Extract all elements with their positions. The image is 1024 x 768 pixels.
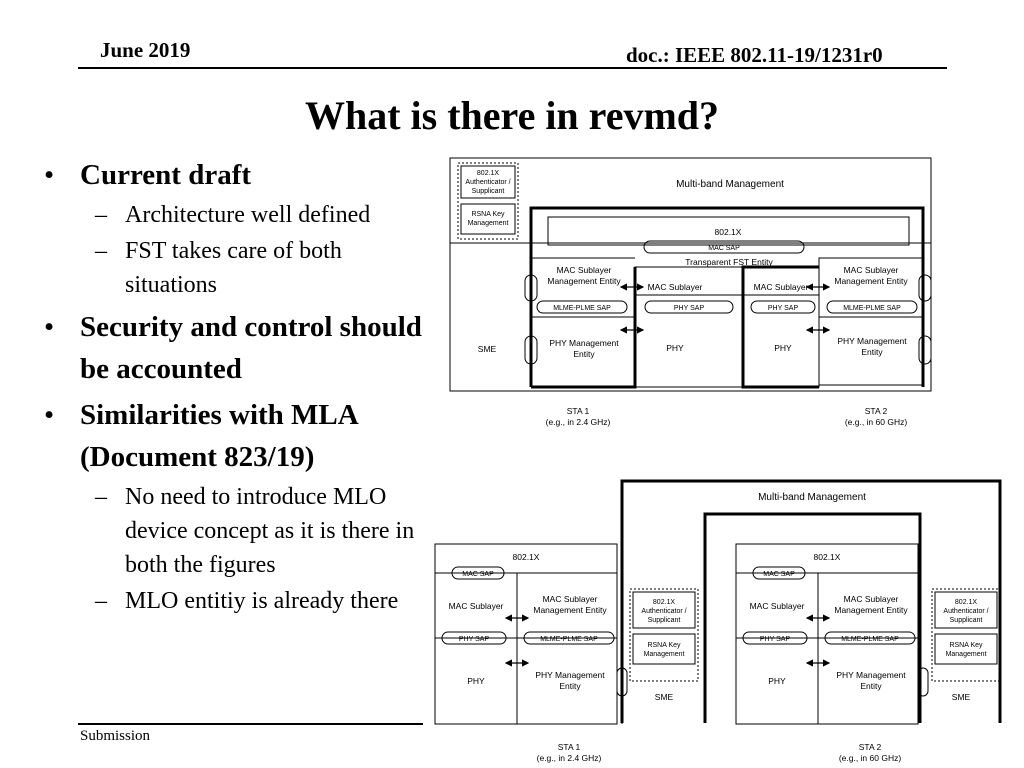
label: MAC SAP [462, 571, 494, 578]
rsna-box [460, 203, 516, 235]
slide-title: What is there in revmd? [304, 93, 720, 138]
label: 802.1X [955, 599, 978, 606]
label: Authenticator / [465, 179, 510, 186]
figure-fst-architecture: 802.1X Authenticator / Supplicant RSNA K… [449, 157, 932, 427]
label: RSNA Key [471, 211, 505, 218]
mlme-plme-sap-pill-1 [536, 300, 628, 314]
label: PHY Management [836, 670, 906, 680]
label: Entity [573, 349, 595, 359]
label: (e.g., in 60 GHz) [839, 753, 902, 763]
label: PHY [768, 676, 786, 686]
label: PHY [666, 343, 684, 353]
label: Supplicant [950, 617, 983, 624]
header-date: June 2019 [100, 38, 191, 62]
label: MAC Sublayer [449, 601, 504, 611]
label: 802.1X [653, 599, 676, 606]
bullet-similarities: •Similarities with MLA (Document 823/19) [44, 399, 358, 473]
label: 802.1X [477, 170, 500, 177]
label: Multi-band Management [758, 492, 866, 503]
label: PHY SAP [459, 636, 490, 643]
label: PHY Management [837, 336, 907, 346]
sta1-frame [434, 543, 618, 725]
mlme-plme-sap-pill-2 [826, 300, 918, 314]
label: MLME-PLME SAP [540, 636, 598, 643]
label: 802.1X [513, 552, 540, 562]
sta2-frame [735, 543, 919, 725]
label: Authenticator / [641, 608, 686, 615]
bullet-security: •Security and control should be accounte… [44, 311, 422, 385]
label: MAC SAP [708, 245, 740, 252]
label: STA 1 [567, 406, 590, 416]
box-8021x [547, 216, 910, 246]
label: PHY SAP [760, 636, 791, 643]
label: PHY [774, 343, 792, 353]
figure-mlo-architecture: Multi-band Management 802.1X 802.1X MAC … [434, 479, 1002, 763]
label: SME [655, 692, 674, 702]
label: MAC Sublayer [844, 265, 899, 275]
security-group [457, 162, 519, 240]
label: Management [946, 651, 987, 658]
phy-sap-pill-1 [644, 300, 734, 314]
label: MAC Sublayer [754, 282, 809, 292]
label: STA 2 [865, 406, 888, 416]
label: Management Entity [547, 276, 621, 286]
label: Supplicant [472, 188, 505, 195]
sub-bullet: –Architecture well defined [95, 202, 371, 228]
label: SME [952, 692, 971, 702]
label: MAC Sublayer [557, 265, 612, 275]
label: MAC Sublayer [844, 594, 899, 604]
sub-bullet: –FST takes care of both situations [95, 238, 342, 298]
label: PHY Management [549, 338, 619, 348]
bullet-current-draft: •Current draft [44, 159, 252, 191]
label: (e.g., in 60 GHz) [845, 417, 908, 427]
outer-frame [449, 157, 932, 392]
label: Supplicant [648, 617, 681, 624]
sub-bullet: –MLO entitiy is already there [95, 588, 399, 614]
label: MAC SAP [763, 571, 795, 578]
bullet-list: •Current draft –Architecture well define… [40, 150, 430, 618]
label: (e.g., in 2.4 GHz) [546, 417, 611, 427]
label: 802.1X [715, 227, 742, 237]
label: Entity [860, 681, 882, 691]
label: MLME-PLME SAP [841, 636, 899, 643]
sub-bullet: –No need to introduce MLO device concept… [95, 484, 415, 578]
label: PHY [467, 676, 485, 686]
label: Multi-band Management [676, 179, 784, 190]
label: Entity [559, 681, 581, 691]
footer-label: Submission [80, 728, 151, 744]
label: 802.1X [814, 552, 841, 562]
label: Management [468, 220, 509, 227]
label: PHY SAP [768, 305, 799, 312]
label: Entity [861, 347, 883, 357]
label: Management [644, 651, 685, 658]
label: STA 1 [558, 742, 581, 752]
authenticator-box [460, 165, 516, 199]
label: Authenticator / [943, 608, 988, 615]
label: MAC Sublayer [543, 594, 598, 604]
label: RSNA Key [647, 642, 681, 649]
label: MAC Sublayer [648, 282, 703, 292]
label: MAC Sublayer [750, 601, 805, 611]
label: RSNA Key [949, 642, 983, 649]
label: MLME-PLME SAP [843, 305, 901, 312]
header-doc-id: doc.: IEEE 802.11-19/1231r0 [626, 43, 883, 67]
label: Management Entity [834, 605, 908, 615]
label: SME [478, 344, 497, 354]
label: (e.g., in 2.4 GHz) [537, 753, 602, 763]
label: Management Entity [533, 605, 607, 615]
footer-divider [78, 723, 423, 725]
label: PHY Management [535, 670, 605, 680]
label: Management Entity [834, 276, 908, 286]
label: Transparent FST Entity [685, 257, 773, 267]
label: STA 2 [859, 742, 882, 752]
phy-sap-pill-2 [750, 300, 816, 314]
label: PHY SAP [674, 305, 705, 312]
label: MLME-PLME SAP [553, 305, 611, 312]
header-divider [78, 67, 947, 69]
multiband-boundary [620, 479, 1002, 723]
mac-sap-pill [643, 240, 805, 254]
